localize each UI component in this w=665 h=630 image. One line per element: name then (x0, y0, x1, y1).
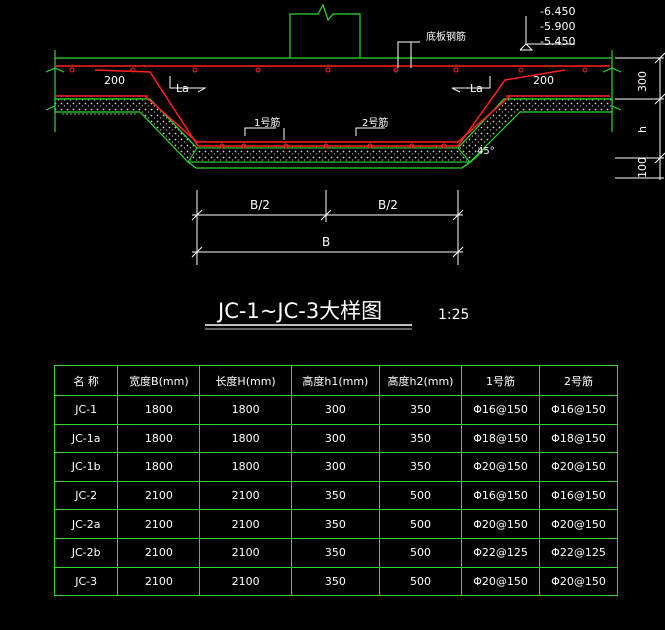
table-cell: 350 (378, 395, 463, 425)
dim-b-half-right: B/2 (378, 198, 398, 212)
table-cell: 2100 (117, 537, 201, 568)
table-cell: Φ16@150 (461, 395, 541, 425)
table-cell: Φ22@125 (461, 537, 541, 568)
table-cell: 2100 (199, 480, 292, 511)
elevation-marker (519, 16, 575, 51)
table-cell: Φ20@150 (539, 452, 618, 482)
table-cell: Φ20@150 (539, 509, 618, 539)
table-cell: 1800 (117, 423, 201, 454)
table-header-cell: 高度h2(mm) (378, 365, 463, 396)
table-header-cell: 长度H(mm) (199, 365, 292, 396)
table-cell: 350 (290, 480, 380, 511)
table-cell: Φ20@150 (461, 509, 541, 539)
angle-label: 45° (477, 146, 495, 157)
slab-outline (45, 50, 622, 132)
length-200-left: 200 (104, 74, 125, 87)
drawing-scale: 1:25 (438, 307, 469, 323)
pit-concrete (54, 98, 613, 169)
dim-300: 300 (636, 71, 649, 92)
dim-b: B (322, 235, 330, 249)
table-cell: JC-2a (53, 509, 119, 539)
table-cell: Φ22@125 (539, 537, 618, 568)
table-cell: JC-2b (53, 537, 119, 568)
table-header-cell: 名 称 (53, 365, 119, 396)
table-cell: Φ16@150 (461, 480, 541, 511)
dim-100: 100 (636, 157, 649, 178)
table-cell: Φ20@150 (461, 452, 541, 482)
table-cell: JC-3 (53, 566, 119, 597)
column-stub (289, 3, 361, 58)
table-cell: JC-1b (53, 452, 119, 482)
table-cell: 500 (378, 509, 463, 539)
la-right: La (470, 82, 483, 95)
length-200-right: 200 (533, 74, 554, 87)
table-cell: 300 (290, 395, 380, 425)
table-cell: JC-1a (53, 423, 119, 454)
table-cell: Φ16@150 (539, 480, 618, 511)
la-left: La (176, 82, 189, 95)
rebar-1-label: 1号筋 (254, 116, 280, 129)
leaders (169, 41, 491, 140)
rebar-2-label: 2号筋 (362, 116, 388, 129)
table-cell: 2100 (117, 480, 201, 511)
table-cell: 350 (290, 566, 380, 597)
table-cell: 500 (378, 480, 463, 511)
table-cell: 350 (290, 537, 380, 568)
table-header-cell: 1号筋 (461, 365, 541, 396)
table-cell: 1800 (117, 395, 201, 425)
table-cell: JC-2 (53, 480, 119, 511)
bottom-rebar-label: 底板钢筋 (426, 30, 466, 43)
table-header-cell: 宽度B(mm) (117, 365, 201, 396)
table-cell: 500 (378, 566, 463, 597)
table-cell: 350 (290, 509, 380, 539)
table-cell: 500 (378, 537, 463, 568)
drawing-title: JC-1~JC-3大样图 (216, 299, 382, 323)
table-cell: 2100 (199, 537, 292, 568)
table-cell: 300 (290, 423, 380, 454)
section-drawing: 底板钢筋 1号筋 2号筋 200 200 La La 45° -6.450 -5… (45, 3, 665, 330)
table-cell: 1800 (199, 452, 292, 482)
table-cell: Φ18@150 (461, 423, 541, 454)
table-cell: 2100 (117, 509, 201, 539)
table-cell: 2100 (199, 509, 292, 539)
table-cell: Φ20@150 (461, 566, 541, 597)
table-cell: 1800 (199, 395, 292, 425)
elevation-1: -6.450 (540, 5, 575, 18)
table-cell: 2100 (199, 566, 292, 597)
table-cell: JC-1 (53, 395, 119, 425)
rebar-dots (69, 67, 588, 149)
table-cell: 350 (378, 452, 463, 482)
dim-h: h (636, 126, 649, 133)
table-cell: 1800 (199, 423, 292, 454)
table-header-cell: 2号筋 (539, 365, 618, 396)
elevation-2: -5.900 (540, 20, 575, 33)
table-cell: 300 (290, 452, 380, 482)
dim-b-half-left: B/2 (250, 198, 270, 212)
vertical-dimension (615, 52, 665, 180)
table-cell: Φ18@150 (539, 423, 618, 454)
table-cell: Φ16@150 (539, 395, 618, 425)
table-header-cell: 高度h1(mm) (290, 365, 380, 396)
table-cell: 1800 (117, 452, 201, 482)
table-cell: 2100 (117, 566, 201, 597)
elevation-3: -5.450 (540, 35, 575, 48)
table-cell: Φ20@150 (539, 566, 618, 597)
table-cell: 350 (378, 423, 463, 454)
horizontal-dimension (191, 190, 464, 265)
